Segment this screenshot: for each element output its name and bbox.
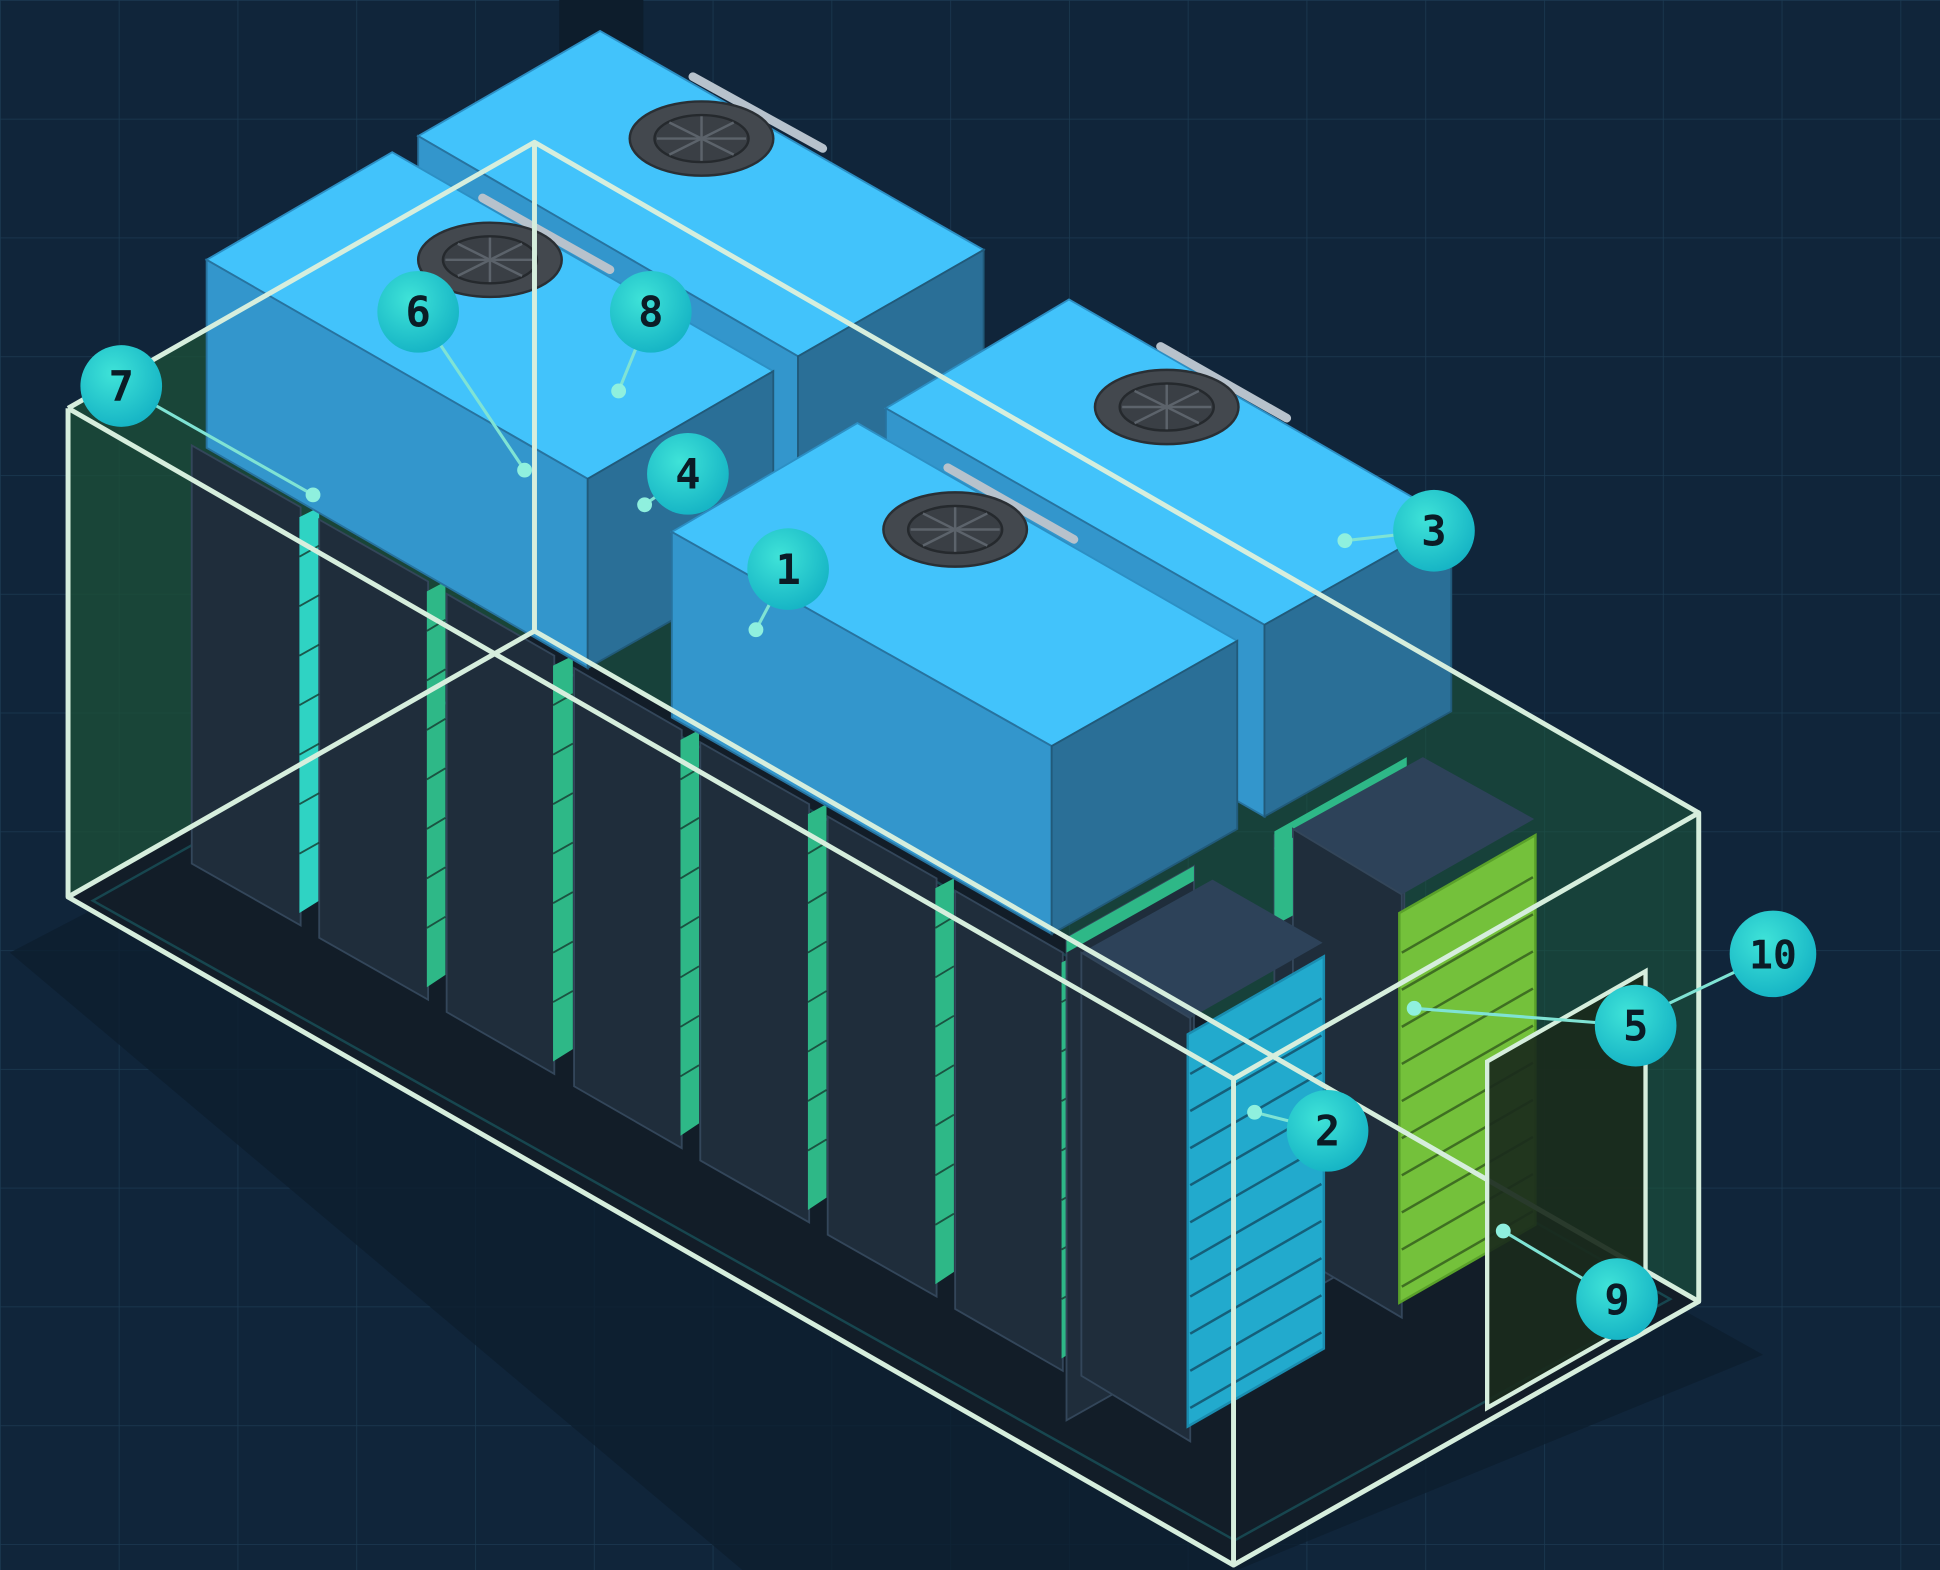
callout-label: 10 xyxy=(1749,933,1797,979)
callout-label: 1 xyxy=(775,545,800,594)
callout-10: 10 xyxy=(1729,910,1817,998)
callout-4: 4 xyxy=(647,433,729,515)
numbered-callout-badge-icon xyxy=(747,528,829,610)
callout-label: 8 xyxy=(638,288,663,337)
container-frame xyxy=(65,139,1702,1568)
server-rack xyxy=(573,666,700,1150)
callout-8: 8 xyxy=(609,270,692,353)
callout-6: 6 xyxy=(377,270,460,353)
numbered-callout-badge-icon xyxy=(647,433,729,515)
callout-9: 9 xyxy=(1576,1258,1658,1340)
numbered-callout-badge-icon xyxy=(1393,489,1475,572)
callout-label: 4 xyxy=(675,450,700,499)
rack-row xyxy=(190,443,1082,1373)
fan-icon xyxy=(628,100,775,177)
server-rack xyxy=(699,740,827,1224)
numbered-callout-badge-icon xyxy=(1729,910,1817,998)
callout-7: 7 xyxy=(80,345,163,427)
callout-anchors xyxy=(305,383,1653,1239)
callout-label: 9 xyxy=(1604,1275,1629,1324)
numbered-callout-badge-icon xyxy=(1576,1258,1658,1340)
numbered-callout-badge-icon xyxy=(80,345,163,427)
server-rack xyxy=(826,814,954,1299)
cooling-unit-front-right xyxy=(669,422,1240,936)
numbered-callout-badge-icon xyxy=(377,270,460,353)
callout-3: 3 xyxy=(1393,489,1475,572)
highlighted-rack-blue xyxy=(1065,864,1326,1443)
callout-label: 7 xyxy=(109,362,134,411)
callout-label: 3 xyxy=(1421,507,1446,556)
callout-1: 1 xyxy=(747,528,829,610)
fan-icon xyxy=(1093,368,1240,446)
server-rack xyxy=(190,443,320,928)
numbered-callout-badge-icon xyxy=(609,270,692,353)
numbered-callout-badge-icon xyxy=(1286,1089,1369,1172)
server-rack xyxy=(445,592,573,1076)
callout-label: 5 xyxy=(1623,1001,1648,1050)
callout-2: 2 xyxy=(1286,1089,1369,1172)
fan-icon xyxy=(882,491,1029,568)
numbered-callout-badge-icon xyxy=(1594,984,1677,1067)
cooling-unit-front-left xyxy=(204,151,776,670)
callout-5: 5 xyxy=(1594,984,1677,1067)
callout-label: 2 xyxy=(1315,1107,1340,1156)
callout-label: 6 xyxy=(406,288,431,337)
